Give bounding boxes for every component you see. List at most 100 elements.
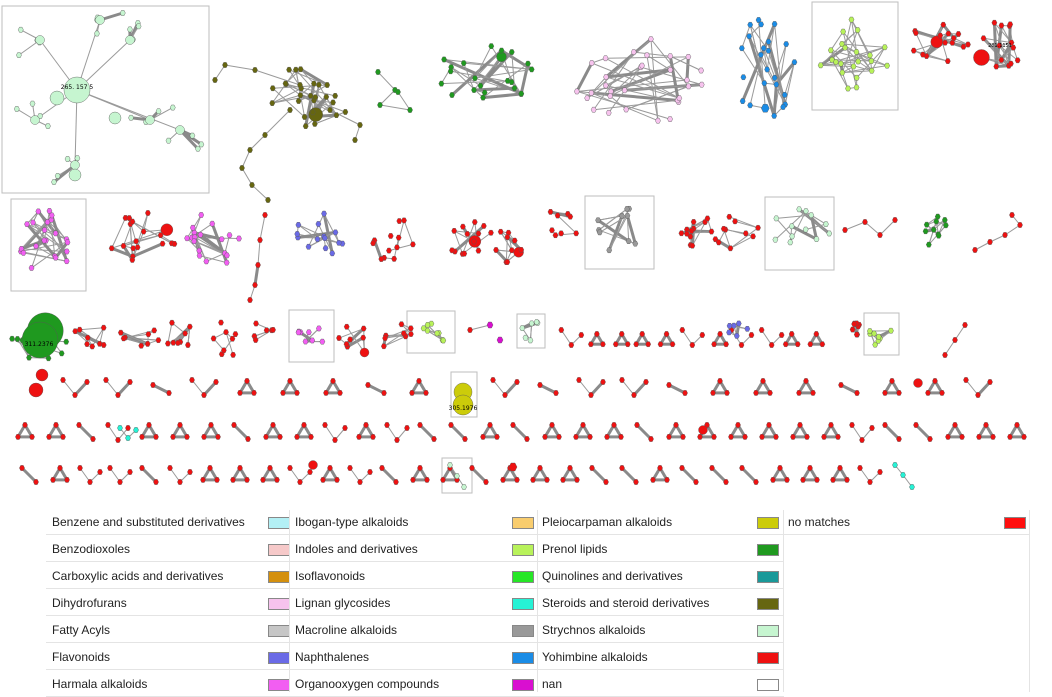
network-node [57,465,62,470]
legend-color-swatch [268,679,290,691]
network-node [845,86,850,91]
network-node [789,234,794,239]
network-node [792,60,797,65]
network-node [462,251,467,256]
network-node [684,231,689,236]
network-node [365,382,370,387]
network-node [303,339,308,344]
network-node [500,477,505,482]
network-node [231,422,236,427]
network-node [465,231,470,236]
network-node [697,434,702,439]
network-node [472,76,477,81]
node-label-cluster-a: 265. 157 5 [61,84,94,91]
network-node [357,479,362,484]
network-node [153,434,158,439]
network-node [295,231,300,236]
network-node [594,331,599,336]
legend-color-swatch [512,598,534,610]
network-node [716,240,721,245]
network-node [33,244,38,249]
network-node [680,434,685,439]
network-node [126,36,135,45]
network-node [297,479,302,484]
network-node [333,93,338,98]
network-node [549,228,554,233]
network-node [634,422,639,427]
legend-label: Indoles and derivatives [295,542,418,556]
legend-row-divider [536,561,784,562]
network-node [784,477,789,482]
network-node [441,57,446,62]
network-node [357,122,362,127]
network-node [270,327,275,332]
network-node [381,344,386,349]
network-node [668,67,673,72]
network-node [859,437,864,442]
network-node [301,422,306,427]
network-node [942,352,947,357]
network-node [700,332,705,337]
network-node [199,212,204,217]
network-node [639,63,644,68]
network-node [72,392,77,397]
legend-row-divider [536,534,784,535]
network-node [914,379,923,388]
network-node [249,182,254,187]
network-node [347,465,352,470]
legend-label: Naphthalenes [295,650,369,664]
network-node [260,477,265,482]
network-node [595,218,600,223]
network-node [481,223,486,228]
network-node [633,241,638,246]
legend-label: Quinolines and derivatives [542,569,683,583]
network-node [727,214,732,219]
network-node [740,99,745,104]
network-node [1007,434,1012,439]
network-node [867,53,872,58]
network-edge [250,135,265,150]
network-node [773,237,778,242]
network-node [758,52,763,57]
network-node [502,392,507,397]
network-node [710,390,715,395]
legend-color-swatch [512,517,534,529]
network-node [850,327,855,332]
network-node [524,436,529,441]
network-node [889,378,894,383]
network-node [1017,222,1022,227]
network-node [519,247,524,252]
network-node [115,392,120,397]
network-node [85,335,90,340]
network-node [77,327,82,332]
network-node [842,45,847,50]
network-node [987,239,992,244]
network-node [322,422,327,427]
legend-color-swatch [512,625,534,637]
network-node [911,48,916,53]
network-node [568,214,573,219]
network-node [613,342,618,347]
network-node [55,173,60,178]
network-node [625,342,630,347]
network-edge [80,328,104,330]
network-node [253,321,258,326]
network-node [171,340,176,345]
network-node [779,332,784,337]
network-node [408,331,413,336]
network-node [512,86,517,91]
network-node [1015,58,1020,63]
network-node [973,49,989,65]
network-node [814,237,819,242]
network-node [146,422,151,427]
network-node [101,325,106,330]
network-node [117,425,122,430]
network-node [548,209,553,214]
network-node [597,230,602,235]
network-edge [594,100,678,109]
network-node [344,324,349,329]
network-node [361,326,366,331]
network-node [589,60,594,65]
network-node [121,243,126,248]
network-node [60,434,65,439]
